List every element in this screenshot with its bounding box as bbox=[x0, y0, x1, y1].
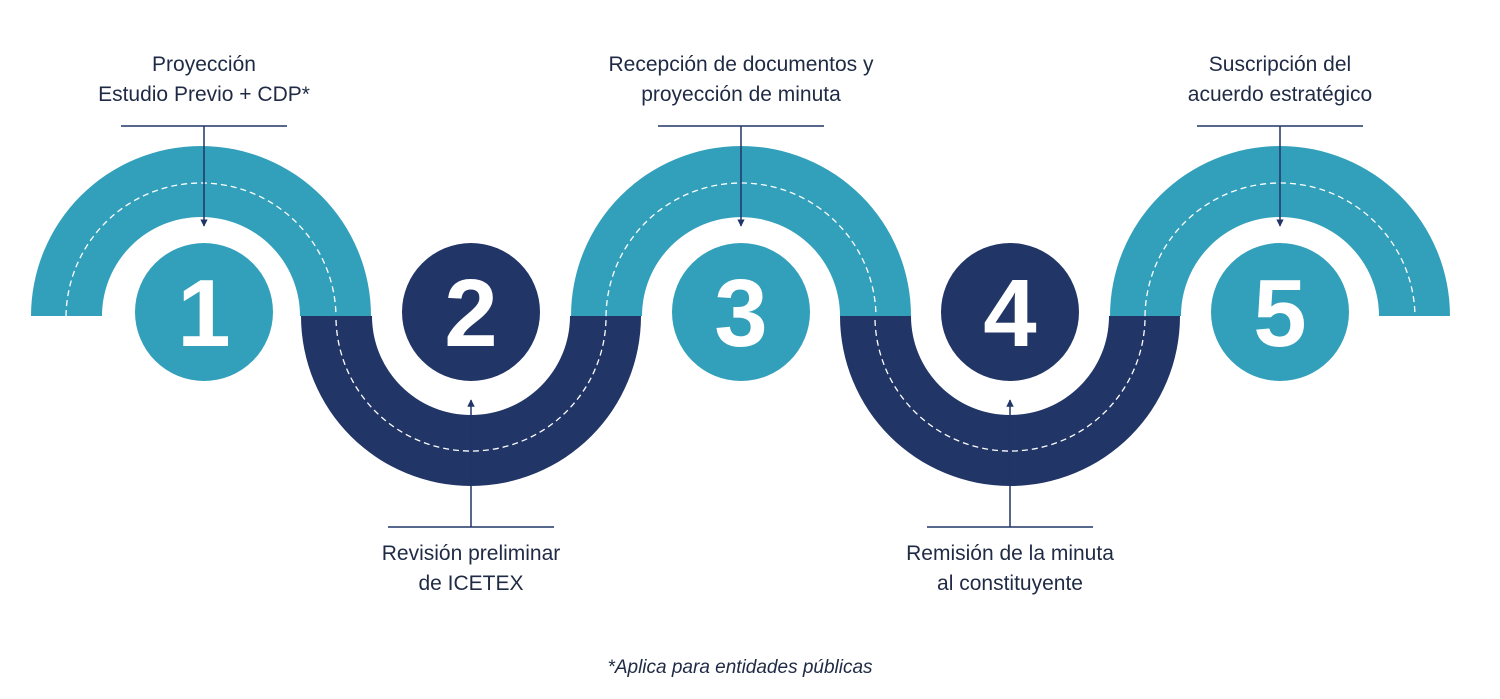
dashed-path-arrow bbox=[335, 308, 610, 452]
step-circle bbox=[941, 243, 1079, 381]
step-label-line: Revisión preliminar bbox=[382, 542, 561, 565]
step-label-line: Suscripción del bbox=[1209, 53, 1351, 76]
step-label-line: proyección de minuta bbox=[641, 83, 841, 106]
step-number: 5 bbox=[1253, 260, 1306, 367]
arc-band-2 bbox=[301, 316, 641, 486]
arc-band-5 bbox=[1110, 146, 1450, 316]
step-3: 3 Recepción de documentos y proyección de … bbox=[609, 53, 874, 381]
step-label-line: Proyección bbox=[152, 53, 256, 76]
dashed-path-arrow bbox=[65, 182, 340, 324]
step-label-line: Remisión de la minuta bbox=[906, 542, 1114, 565]
arc-band-1 bbox=[31, 146, 371, 316]
step-number: 4 bbox=[983, 260, 1036, 367]
step-label-line: de ICETEX bbox=[418, 572, 523, 595]
step-number: 3 bbox=[714, 260, 767, 367]
step-circle bbox=[135, 243, 273, 381]
wave-track bbox=[31, 146, 1450, 486]
step-label-line: al constituyente bbox=[937, 572, 1083, 595]
dashed-path-arrow bbox=[1144, 182, 1419, 324]
step-5: 5 Suscripción del acuerdo estratégico bbox=[1188, 53, 1372, 381]
step-label-line: Recepción de documentos y bbox=[609, 53, 874, 76]
step-circle bbox=[672, 243, 810, 381]
arc-band-3 bbox=[571, 146, 911, 316]
step-number: 2 bbox=[444, 260, 497, 367]
step-label-line: Estudio Previo + CDP* bbox=[98, 83, 310, 106]
footnote: *Aplica para entidades públicas bbox=[607, 657, 873, 678]
step-number: 1 bbox=[177, 260, 230, 367]
step-circle bbox=[1211, 243, 1349, 381]
step-circle bbox=[402, 243, 540, 381]
step-label-line: acuerdo estratégico bbox=[1188, 83, 1372, 106]
arc-band-4 bbox=[840, 316, 1180, 486]
dashed-path-arrow bbox=[605, 182, 880, 324]
dashed-path-arrow bbox=[874, 308, 1149, 452]
